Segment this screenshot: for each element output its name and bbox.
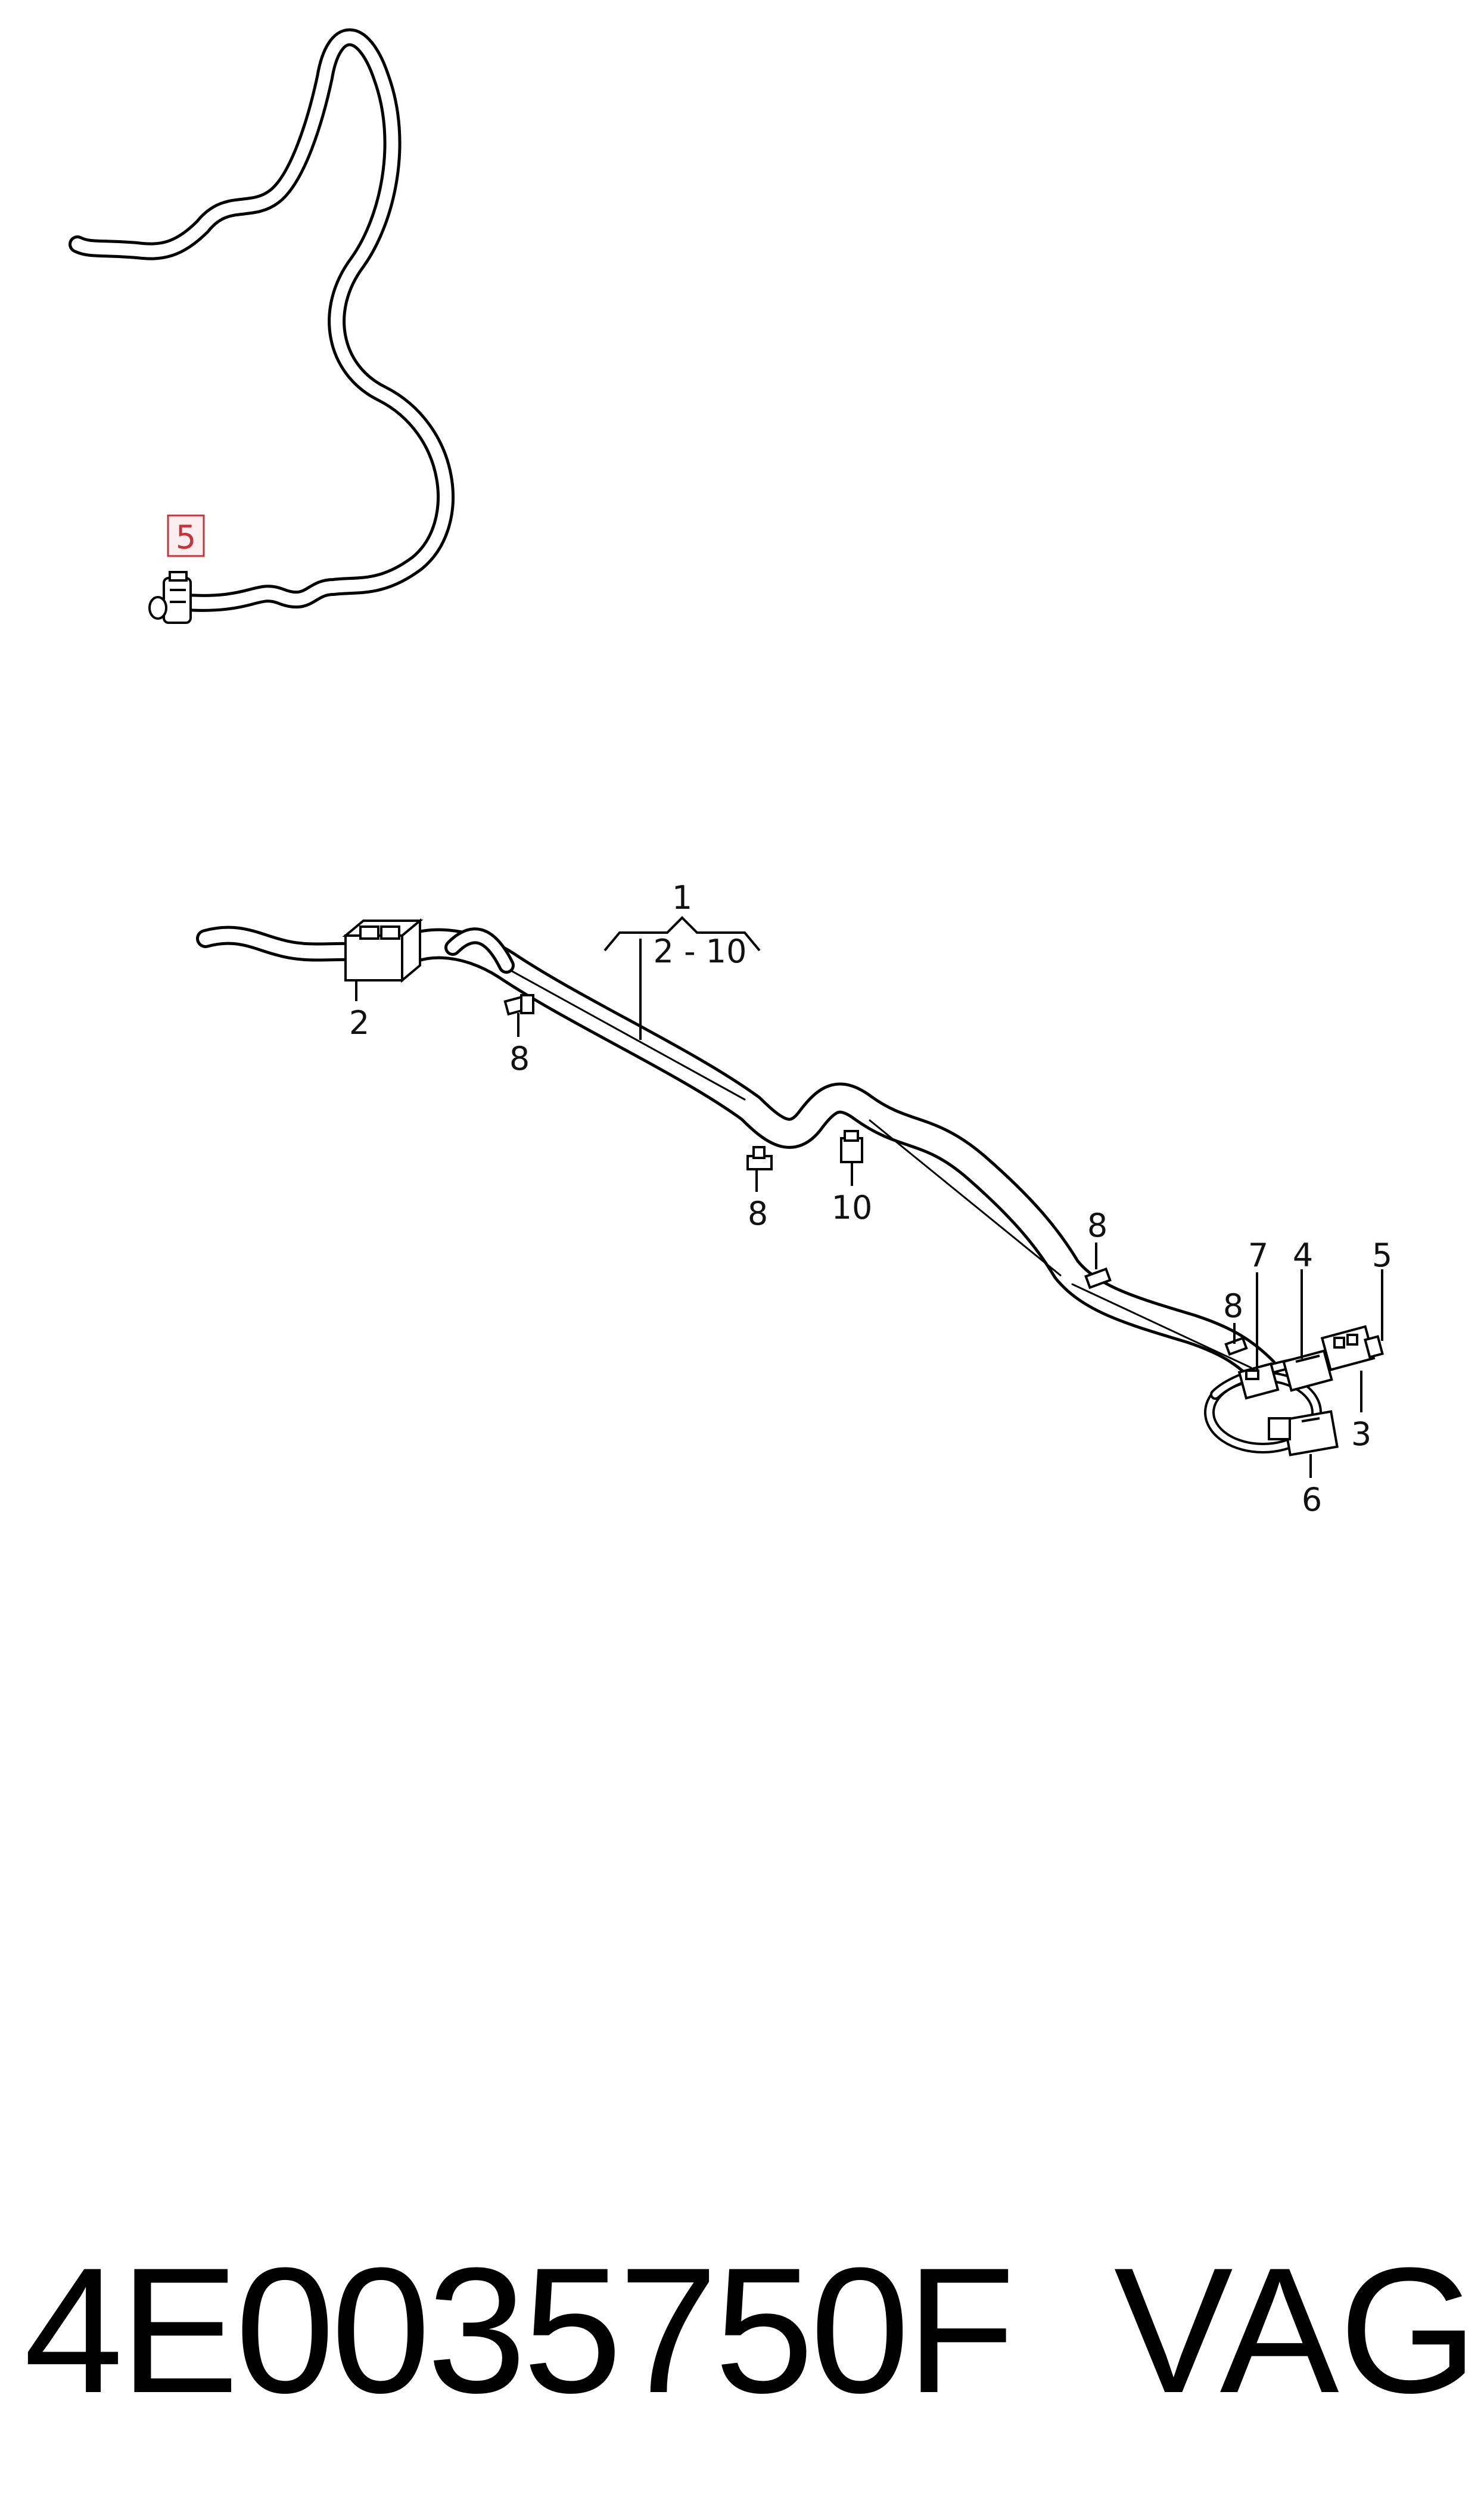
connector-6[interactable] bbox=[1268, 1410, 1339, 1456]
upper-cable bbox=[69, 28, 455, 612]
callout-6: 6 bbox=[1302, 1481, 1322, 1518]
callout-8-d: 8 bbox=[1223, 1287, 1243, 1325]
clip-8-c[interactable] bbox=[1084, 1267, 1112, 1290]
callout-8-a: 8 bbox=[509, 1040, 530, 1077]
clip-10[interactable] bbox=[840, 1130, 863, 1163]
connector-4[interactable] bbox=[1282, 1349, 1333, 1392]
callout-2-10-range: 2 - 10 bbox=[654, 933, 747, 970]
callout-5-highlighted[interactable]: 5 bbox=[176, 518, 196, 556]
callout-2: 2 bbox=[349, 1004, 369, 1042]
connector-5-cable-end[interactable] bbox=[148, 571, 192, 624]
connector-3[interactable] bbox=[1320, 1325, 1376, 1372]
connector-5-right[interactable] bbox=[1364, 1335, 1384, 1359]
clip-8-b[interactable] bbox=[746, 1146, 773, 1170]
brand-name: VAG bbox=[1113, 2230, 1478, 2430]
callout-8-c: 8 bbox=[1087, 1207, 1107, 1244]
callout-5-right: 5 bbox=[1372, 1237, 1392, 1274]
callout-8-b: 8 bbox=[748, 1195, 768, 1232]
highlight-box-callout-5 bbox=[167, 514, 205, 557]
callout-4: 4 bbox=[1293, 1237, 1313, 1274]
leader-lines bbox=[355, 916, 1383, 1478]
clip-8-a[interactable] bbox=[503, 993, 534, 1016]
connector-2[interactable] bbox=[342, 918, 424, 983]
callout-3: 3 bbox=[1351, 1415, 1371, 1453]
part-number: 4E0035750F bbox=[24, 2230, 1015, 2430]
callout-10: 10 bbox=[832, 1189, 873, 1226]
callout-1: 1 bbox=[672, 879, 692, 917]
callout-7: 7 bbox=[1248, 1237, 1268, 1274]
connector-7[interactable] bbox=[1237, 1362, 1280, 1400]
